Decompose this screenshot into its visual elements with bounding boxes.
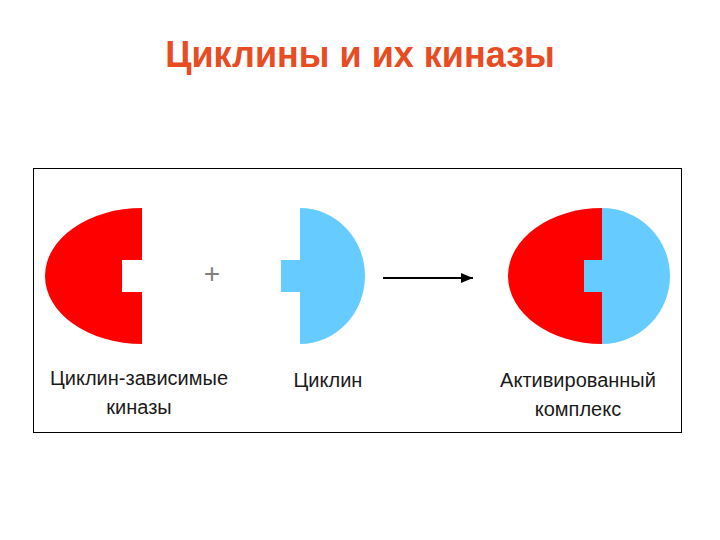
shape-outline — [45, 208, 142, 344]
shape-fill — [281, 208, 365, 344]
arrow-head — [461, 273, 473, 283]
shape-label: Циклин — [268, 366, 388, 395]
cyclin-shape: Циклин — [281, 208, 365, 344]
cdk-shape: Циклин-зависимые киназы — [45, 208, 142, 344]
plus-sign: + — [204, 258, 220, 290]
shape-fill — [45, 208, 142, 344]
complex-shape: Активированный комплекс — [508, 208, 670, 344]
shape-label: Циклин-зависимые киназы — [32, 364, 247, 422]
title: Циклины и их киназы — [0, 34, 720, 76]
shape-fill — [584, 208, 670, 344]
arrow-connector — [383, 273, 473, 283]
shape-label: Активированный комплекс — [481, 366, 676, 424]
arrow-line — [383, 277, 473, 279]
shape-outline — [508, 208, 670, 344]
shape-outline — [281, 208, 365, 344]
outer-frame — [34, 169, 682, 433]
